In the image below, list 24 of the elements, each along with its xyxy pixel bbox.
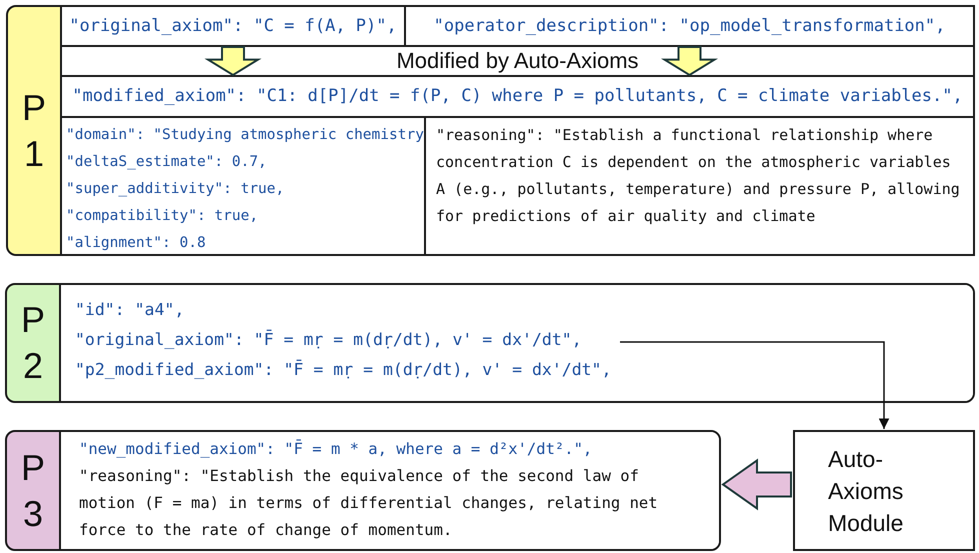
code-box: "original_axiom": "C = f(A, P)",: [60, 5, 406, 47]
reasoning-box: "reasoning": "Establish a functional relationship where concentration C is dependent on the atmospheric variables A (e.g., pollutants, temperature) and pressure P, allowing for predictions of air quality and climate: [424, 116, 975, 256]
code-line: "deltaS_estimate": 0.7,: [66, 153, 267, 172]
section-label: P 3: [20, 446, 46, 536]
code-box: [60, 116, 426, 256]
block-arrow: [204, 46, 262, 76]
reasoning-text: "reasoning": "Establish the equivalence of the second law of motion (F = ma) in terms of differential changes, relating net force to the rate of change of momentum.: [79, 466, 659, 541]
block-arrow: [721, 458, 792, 510]
code-line: "compatibility": true,: [66, 207, 258, 226]
code-line: "original_axiom": "F̄ = mṛ = m(dṛ/dt), v' = dx'/dt",: [75, 328, 582, 351]
code-line: "super_additivity": true,: [66, 180, 284, 199]
block-arrow: [660, 46, 718, 76]
module-box: Auto- Axioms Module: [793, 430, 975, 551]
code-box: "operator_description": "op_model_transformation",: [404, 5, 975, 47]
code-line: "id": "a4",: [75, 299, 184, 321]
code-line: "alignment": 0.8: [66, 234, 206, 253]
section-label: P 1: [20, 86, 47, 176]
code-line: "p2_modified_axiom": "F̄ = mṛ = m(dṛ/dt), v' = dx'/dt",: [75, 358, 612, 381]
code-line: "new_modified_axiom": "F̄ = m * a, where a = d²x'/dt².",: [79, 438, 592, 460]
code-line: "domain": "Studying atmospheric chemistry: [66, 126, 424, 145]
section-panel: [6, 5, 975, 256]
code-box: "modified_axiom": "C1: d[P]/dt = f(P, C) where P = pollutants, C = climate variables.",: [60, 75, 975, 118]
arrow: [620, 341, 890, 429]
section-label: P 2: [20, 298, 46, 388]
